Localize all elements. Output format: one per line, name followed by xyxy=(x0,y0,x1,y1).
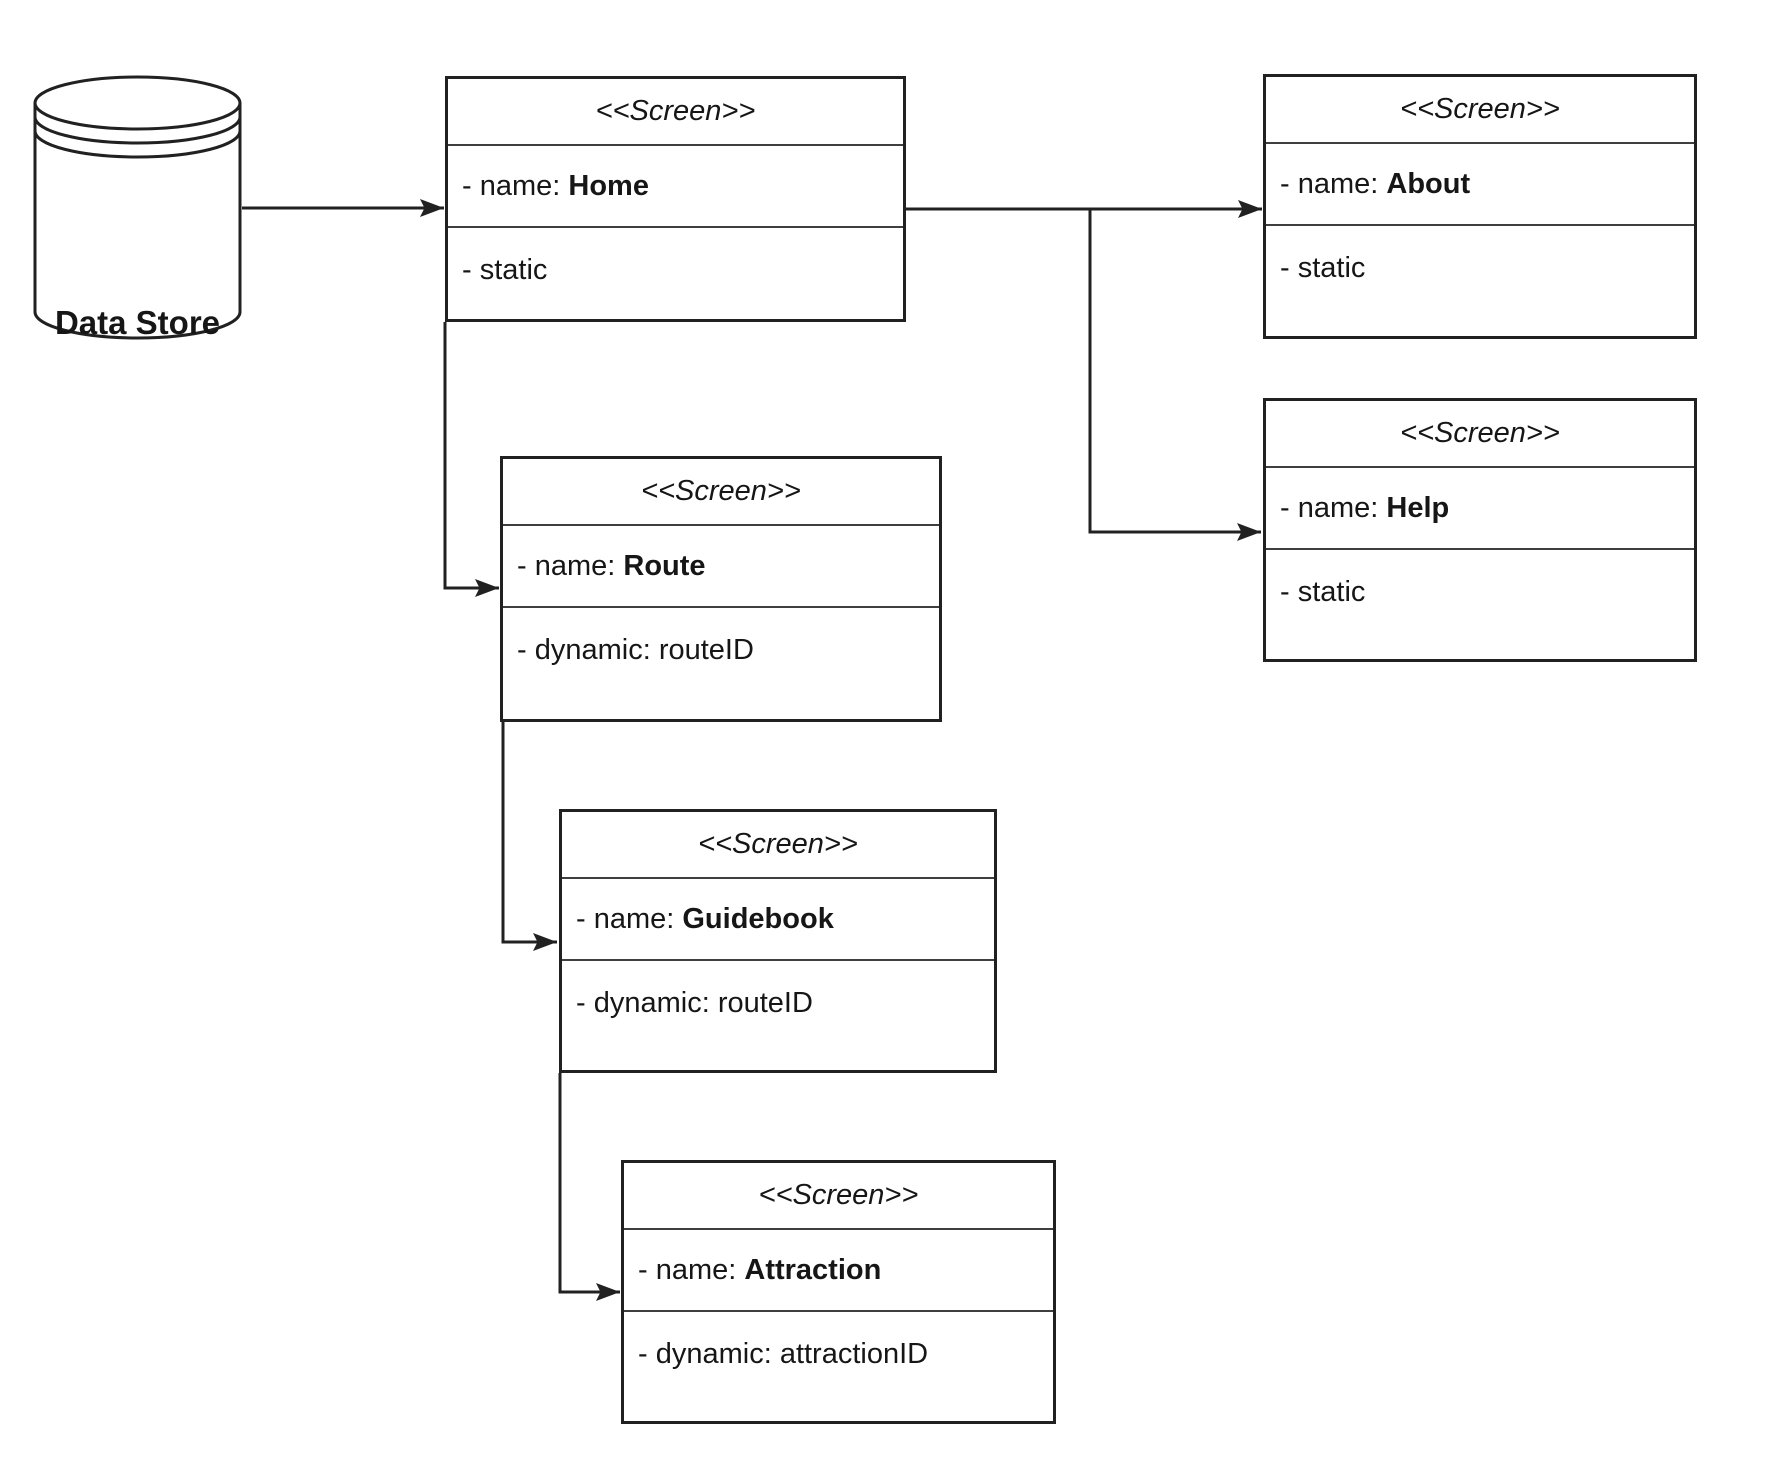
arrow-route-to-guidebook xyxy=(501,722,557,951)
screen-attribute-row: - static xyxy=(1280,576,1366,608)
datastore-shape: Data Store xyxy=(33,75,242,341)
screen-name-value: Attraction xyxy=(744,1253,882,1286)
screen-name-row: - name: Guidebook xyxy=(562,879,994,961)
screen-box-home: <<Screen>> - name: Home - static xyxy=(445,76,906,322)
name-attribute-label: - name: xyxy=(638,1253,745,1286)
screen-attribute-row: - dynamic: routeID xyxy=(517,634,754,666)
name-attribute-label: - name: xyxy=(576,902,683,935)
stereotype-label: <<Screen>> xyxy=(1266,77,1694,144)
screen-box-guidebook: <<Screen>> - name: Guidebook - dynamic: … xyxy=(559,809,997,1073)
name-attribute-label: - name: xyxy=(517,549,624,582)
screen-box-route: <<Screen>> - name: Route - dynamic: rout… xyxy=(500,456,942,722)
stereotype-label: <<Screen>> xyxy=(503,459,939,526)
screen-name-row: - name: Help xyxy=(1266,468,1694,550)
screen-box-attraction: <<Screen>> - name: Attraction - dynamic:… xyxy=(621,1160,1056,1424)
screen-attribute-row: - static xyxy=(462,254,548,286)
screen-name-value: About xyxy=(1386,167,1471,200)
screen-name-row: - name: Route xyxy=(503,526,939,608)
stereotype-label: <<Screen>> xyxy=(448,79,903,146)
name-attribute-label: - name: xyxy=(1280,167,1387,200)
screen-name-value: Guidebook xyxy=(682,902,834,935)
name-attribute-label: - name: xyxy=(462,169,569,202)
arrow-guidebook-to-attraction xyxy=(558,1073,620,1301)
screen-attribute-row: - dynamic: routeID xyxy=(576,987,813,1019)
screen-name-value: Route xyxy=(623,549,706,582)
arrow-home-to-help xyxy=(1088,209,1261,541)
stereotype-label: <<Screen>> xyxy=(624,1163,1053,1230)
screen-attribute-row: - static xyxy=(1280,252,1366,284)
name-attribute-label: - name: xyxy=(1280,491,1387,524)
database-cylinder-icon xyxy=(33,75,242,340)
stereotype-label: <<Screen>> xyxy=(1266,401,1694,468)
screen-name-row: - name: Home xyxy=(448,146,903,228)
screen-name-value: Help xyxy=(1386,491,1450,524)
screen-box-help: <<Screen>> - name: Help - static xyxy=(1263,398,1697,662)
datastore-label: Data Store xyxy=(54,304,221,341)
stereotype-label: <<Screen>> xyxy=(562,812,994,879)
screen-name-row: - name: Attraction xyxy=(624,1230,1053,1312)
arrow-home-to-route xyxy=(443,322,499,597)
screen-box-about: <<Screen>> - name: About - static xyxy=(1263,74,1697,339)
screen-name-value: Home xyxy=(568,169,649,202)
screen-attribute-row: - dynamic: attractionID xyxy=(638,1338,929,1370)
screen-name-row: - name: About xyxy=(1266,144,1694,226)
